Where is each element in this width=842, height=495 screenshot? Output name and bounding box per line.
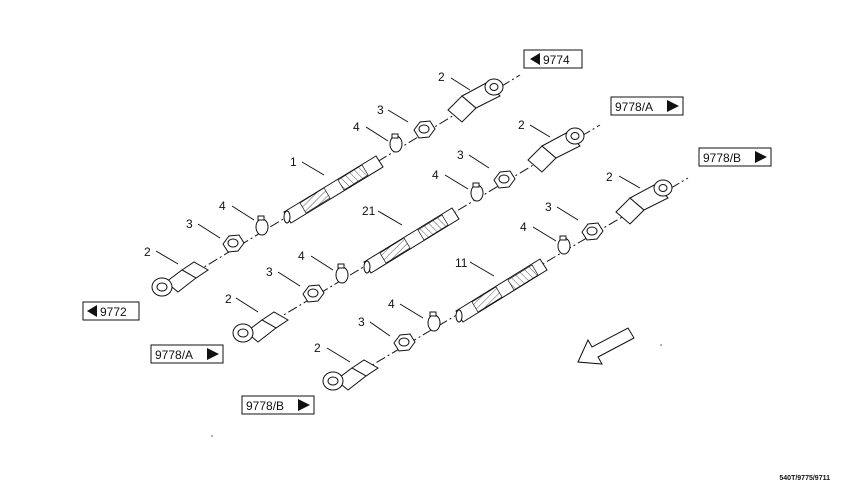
fitting-2-top (527, 127, 585, 173)
hose-21 (363, 207, 460, 274)
callout-2: 2 (144, 245, 151, 259)
callout-3: 3 (545, 200, 552, 214)
fitting-2-bottom (151, 261, 209, 297)
reference-tag-9778B-bottom[interactable]: 9778/B (241, 395, 315, 415)
clamp-4-bottom (335, 263, 349, 284)
print-dot (211, 435, 213, 437)
drawing-code: 540T/9775/9711 (779, 475, 830, 482)
callout-1: 1 (290, 155, 297, 169)
clamp-4-top (557, 235, 571, 255)
svg-text:9778/A: 9778/A (615, 100, 653, 114)
callout-2: 2 (438, 70, 445, 84)
assembly-9778A (232, 124, 601, 343)
assembly-9774-9772 (151, 74, 521, 297)
callout-4: 4 (388, 297, 395, 311)
callout-2: 2 (606, 170, 613, 184)
arrow-right-icon (755, 151, 767, 163)
callouts: 2 3 4 1 4 3 2 2 3 4 21 4 3 2 2 3 4 11 4 … (144, 70, 613, 355)
clamp-4-top (389, 133, 403, 153)
callout-3: 3 (377, 103, 384, 117)
arrow-right-icon (667, 100, 679, 112)
callout-4: 4 (219, 199, 226, 213)
fitting-2-bottom (322, 359, 379, 391)
callout-4: 4 (520, 220, 527, 234)
leader-lines (155, 77, 641, 363)
callout-3: 3 (266, 265, 273, 279)
reference-tag-9778B-right[interactable]: 9778/B (698, 147, 772, 167)
callout-11: 11 (455, 256, 468, 270)
arrow-right-icon (207, 348, 219, 360)
nut-3-bottom (222, 234, 245, 253)
print-dot (660, 344, 662, 346)
fitting-2-top (447, 78, 504, 123)
callout-4: 4 (432, 168, 439, 182)
hose-11 (455, 258, 548, 323)
hose-1 (283, 155, 384, 224)
callout-2: 2 (225, 292, 232, 306)
reference-tag-9772[interactable]: 9772 (82, 301, 140, 321)
callout-3: 3 (457, 148, 464, 162)
fitting-2-bottom (232, 311, 289, 343)
assembly-9778B (322, 177, 689, 391)
clamp-4-bottom (255, 215, 269, 236)
callout-3: 3 (358, 315, 365, 329)
arrow-right-icon (298, 399, 310, 411)
nut-3-top (581, 222, 604, 241)
clamp-4-top (470, 182, 484, 202)
svg-text:9774: 9774 (543, 53, 570, 67)
callout-4: 4 (353, 120, 360, 134)
clamp-4-bottom (427, 311, 441, 332)
nut-3-bottom (393, 333, 416, 352)
callout-2: 2 (518, 118, 525, 132)
nut-3-top (493, 170, 516, 189)
fitting-2-top (615, 179, 673, 225)
arrow-left-icon (87, 305, 97, 317)
svg-text:9778/A: 9778/A (155, 348, 193, 362)
reference-tag-9778A-bottom[interactable]: 9778/A (150, 344, 224, 364)
callout-21: 21 (362, 204, 376, 218)
nut-3-bottom (302, 284, 325, 303)
svg-text:9778/B: 9778/B (703, 151, 741, 165)
callout-2: 2 (314, 341, 321, 355)
arrow-left-icon (530, 53, 540, 65)
callout-4: 4 (298, 249, 305, 263)
nut-3-top (413, 120, 436, 139)
reference-tag-9774[interactable]: 9774 (523, 49, 583, 69)
svg-text:9772: 9772 (100, 305, 127, 319)
direction-arrow-icon (577, 327, 635, 365)
callout-3: 3 (186, 217, 193, 231)
svg-text:9778/B: 9778/B (246, 399, 284, 413)
reference-tag-9778A-right[interactable]: 9778/A (610, 96, 684, 116)
